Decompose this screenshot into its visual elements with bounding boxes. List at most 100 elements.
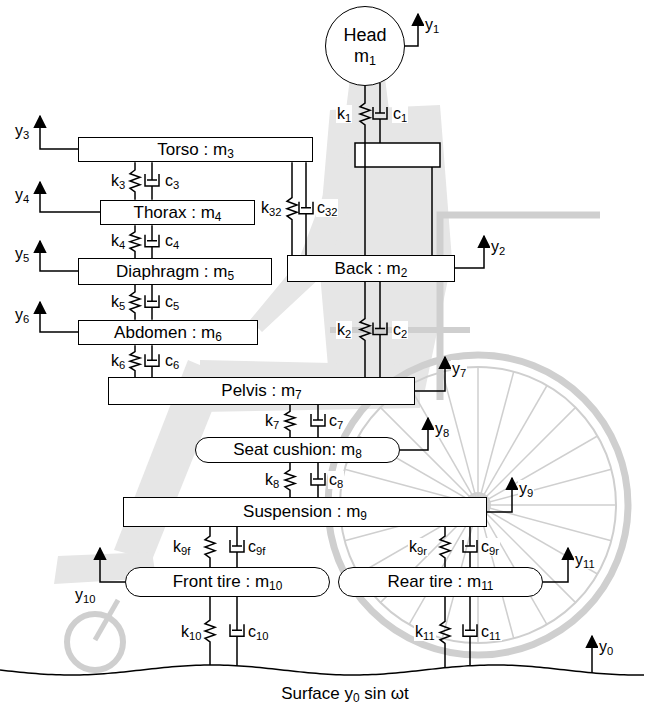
damper-label: c32 xyxy=(316,199,338,217)
torso-mass: Torso : m3 xyxy=(78,137,313,163)
mass-label: Diaphragm : m5 xyxy=(116,262,234,282)
tire-spring xyxy=(440,597,450,668)
mass-label: Thorax : m4 xyxy=(134,203,222,223)
mass-label: Seat cushion: m8 xyxy=(233,440,362,460)
damper-label: c5 xyxy=(164,293,180,311)
spring-label: k10 xyxy=(180,623,202,641)
damper-symbol xyxy=(145,285,159,320)
subscript: 4 xyxy=(215,210,222,224)
subscript: 8 xyxy=(443,427,449,439)
spring-connector xyxy=(130,285,140,320)
head-mass: Headm1 xyxy=(325,6,405,86)
displacement-label: y4 xyxy=(14,186,30,204)
subscript: 9 xyxy=(527,487,533,499)
damper-label: c7 xyxy=(328,412,344,430)
wheelchair-illustration xyxy=(67,215,628,670)
subscript: 3 xyxy=(173,179,179,191)
subscript: 7 xyxy=(295,388,302,402)
subscript: 6 xyxy=(23,313,29,325)
damper-label: c10 xyxy=(247,623,269,641)
spring-label: k5 xyxy=(110,293,126,311)
damper-label: c3 xyxy=(164,172,180,190)
subscript: 3 xyxy=(227,147,234,161)
damper-label: c1 xyxy=(392,105,408,123)
subscript: 2 xyxy=(499,245,505,257)
mass-label: Abdomen : m6 xyxy=(114,323,222,343)
subscript: 32 xyxy=(269,206,281,218)
spring-connector xyxy=(130,162,140,199)
subscript: 11 xyxy=(423,630,435,642)
subscript: 1 xyxy=(401,112,407,124)
subscript: 4 xyxy=(173,239,179,251)
spring-label: k1 xyxy=(336,105,352,123)
subscript: 4 xyxy=(23,193,29,205)
displacement-label: y2 xyxy=(490,238,506,256)
subscript: 11 xyxy=(489,630,501,642)
mass-label: Head xyxy=(343,25,386,46)
subscript: 0 xyxy=(607,645,613,657)
subscript: 11 xyxy=(583,558,595,570)
subscript: 6 xyxy=(119,359,125,371)
spring-connector xyxy=(440,527,450,567)
mass-label: m1 xyxy=(354,46,376,67)
subscript: 1 xyxy=(369,54,376,68)
subscript: 7 xyxy=(460,367,466,379)
tire-damper xyxy=(230,597,244,666)
mass-label: Front tire : m10 xyxy=(173,572,283,592)
spring-label: k9f xyxy=(172,538,191,556)
subscript: 1 xyxy=(433,23,439,35)
spring-connector xyxy=(360,86,370,255)
displacement-label: y7 xyxy=(451,360,467,378)
damper-symbol xyxy=(311,405,325,437)
spring-connector xyxy=(285,463,295,497)
subscript: 8 xyxy=(337,478,343,490)
mass-label: Rear tire : m11 xyxy=(388,572,494,592)
displacement-label: y5 xyxy=(14,245,30,263)
subscript: 5 xyxy=(227,269,234,283)
damper-symbol xyxy=(373,282,387,377)
displacement-label: y3 xyxy=(14,122,30,140)
mass-label: Back : m2 xyxy=(335,259,408,279)
subscript: 6 xyxy=(215,330,222,344)
spring-label: k9r xyxy=(408,538,428,556)
spring-connector xyxy=(285,405,295,437)
displacement-label: y6 xyxy=(14,306,30,324)
damper-symbol xyxy=(311,463,325,497)
subscript: 3 xyxy=(119,179,125,191)
displacement-label: y9 xyxy=(518,480,534,498)
mass-label: Torso : m3 xyxy=(157,140,234,160)
damper-label: c8 xyxy=(328,471,344,489)
suspension-mass: Suspension : m9 xyxy=(123,497,487,527)
tire-spring xyxy=(205,597,215,665)
spring-connector xyxy=(287,162,297,255)
abdomen-mass: Abdomen : m6 xyxy=(78,320,258,346)
damper-symbol xyxy=(230,527,244,567)
subscript: 9f xyxy=(181,545,190,557)
displacement-label: y10 xyxy=(74,586,96,604)
damper-label: c6 xyxy=(164,352,180,370)
subscript: 7 xyxy=(273,419,279,431)
front-tire-mass: Front tire : m10 xyxy=(125,567,330,597)
tire-damper xyxy=(463,597,477,666)
pelvis-mass: Pelvis : m7 xyxy=(108,377,415,405)
subscript: 2 xyxy=(401,328,407,340)
subscript: 3 xyxy=(23,129,29,141)
surface-caption: Surface y0 sin ωt xyxy=(280,684,410,704)
damper-symbol xyxy=(145,162,159,199)
displacement-arrows xyxy=(40,14,592,673)
mass-label: Pelvis : m7 xyxy=(221,381,301,401)
subscript: 5 xyxy=(173,300,179,312)
spring-label: k11 xyxy=(414,623,436,641)
spring-connector xyxy=(130,225,140,258)
spring-label: k6 xyxy=(110,352,126,370)
subscript: 10 xyxy=(83,593,95,605)
subscript: 4 xyxy=(119,239,125,251)
back-mass: Back : m2 xyxy=(287,255,455,282)
spring-label: k8 xyxy=(264,471,280,489)
damper-label: c11 xyxy=(480,623,502,641)
subscript: 0 xyxy=(353,691,360,705)
rear-tire-mass: Rear tire : m11 xyxy=(338,567,543,597)
damper-symbol xyxy=(145,225,159,258)
subscript: 8 xyxy=(273,478,279,490)
subscript: 9r xyxy=(489,545,499,557)
